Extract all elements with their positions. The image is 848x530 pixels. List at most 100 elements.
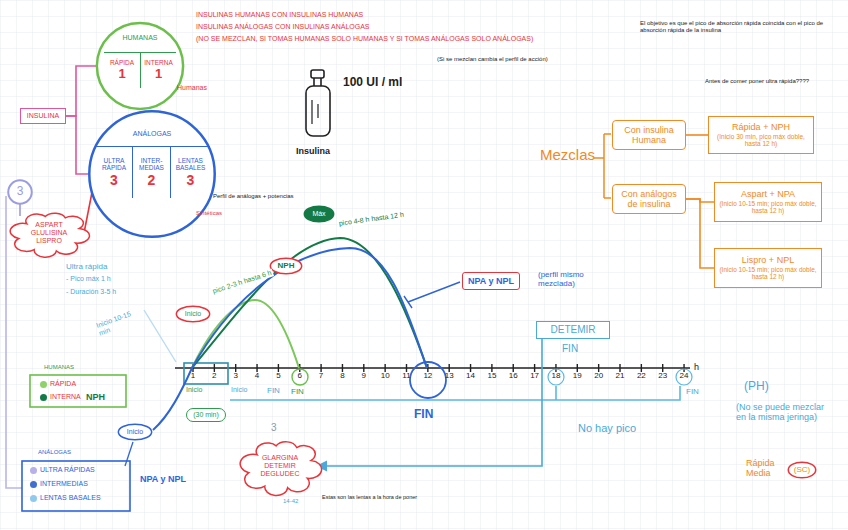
connector bbox=[686, 199, 714, 268]
note-text: Ultra rápida bbox=[66, 262, 107, 271]
axis-tick bbox=[406, 364, 407, 372]
start-frame bbox=[184, 363, 228, 384]
axis-tick bbox=[683, 364, 684, 372]
axis-tick bbox=[598, 364, 599, 372]
legend-frame bbox=[22, 461, 130, 511]
legend-dot bbox=[30, 467, 37, 474]
outline bbox=[788, 462, 815, 478]
note-text: - Pico máx 1 h bbox=[66, 275, 111, 283]
mix-box: Aspart + NPA(Inicio 10-15 min; pico máx … bbox=[714, 182, 822, 222]
note-text: FIN bbox=[562, 343, 578, 355]
node-title: ULTRA RÁPIDA bbox=[99, 157, 129, 172]
note-text: Inicio bbox=[186, 386, 202, 394]
end-ring bbox=[676, 369, 692, 385]
axis-tick bbox=[320, 364, 321, 372]
outline bbox=[8, 180, 32, 204]
end-ring bbox=[292, 369, 308, 385]
note-text: 100 UI / ml bbox=[343, 76, 402, 90]
note-text: El objetivo es que el pico de absorción … bbox=[640, 20, 840, 34]
hour-number: 8 bbox=[334, 371, 350, 380]
node-title: ANÁLOGAS bbox=[133, 130, 172, 138]
node-title: ASPART GLULISINA LISPRO bbox=[24, 221, 74, 245]
node-title: INSULINA bbox=[27, 112, 59, 120]
hour-number: 3 bbox=[228, 371, 244, 380]
hour-number: 14 bbox=[463, 371, 479, 380]
node-detail: (Inicio 30 min, pico máx doble, hasta 12… bbox=[712, 133, 810, 148]
node-title: Lispro + NPL bbox=[742, 255, 794, 265]
node-detail: 3 bbox=[110, 172, 118, 188]
node-title: Con análogos de insulina bbox=[616, 189, 682, 210]
outline bbox=[89, 111, 214, 236]
note-text: (perfil mismo mezclada) bbox=[538, 270, 612, 288]
mix-bracket bbox=[594, 134, 611, 198]
drawing-part bbox=[312, 100, 318, 124]
legend-text: RÁPIDA bbox=[50, 380, 76, 388]
outline bbox=[118, 424, 151, 440]
hour-number: 10 bbox=[377, 371, 393, 380]
note-text: 14-42 bbox=[283, 498, 298, 505]
axis-tick bbox=[427, 364, 428, 372]
class-cell: ULTRA RÁPIDA3 bbox=[96, 146, 132, 198]
node-title: Inicio bbox=[127, 428, 143, 436]
note-text: pico 2-3 h hasta 6 h bbox=[211, 269, 274, 296]
axis-tick bbox=[342, 364, 343, 372]
mix-group: Con análogos de insulina bbox=[612, 184, 686, 214]
insulin-box: DETEMIR bbox=[536, 321, 610, 339]
hour-number: 7 bbox=[313, 371, 329, 380]
note-text: Antes de comer poner ultra rápida???? bbox=[705, 78, 809, 85]
npa-curve bbox=[153, 248, 427, 430]
note-text: FIN bbox=[291, 387, 304, 396]
legend-item: LENTAS BASALES bbox=[30, 494, 101, 502]
node-title: INTER- MEDIAS bbox=[136, 157, 167, 172]
note-text: (Si se mezclan cambia el perfil de acció… bbox=[437, 56, 548, 63]
time-axis bbox=[175, 364, 690, 372]
legend-text: ULTRA RÁPIDAS bbox=[40, 466, 95, 474]
note-text: Estas son las lentas a la hora de poner bbox=[322, 494, 417, 500]
note-text: h bbox=[694, 362, 699, 372]
end-ring bbox=[548, 369, 564, 385]
legend-dot bbox=[30, 495, 37, 502]
time-tag: Inicio bbox=[118, 424, 152, 440]
axis-tick bbox=[470, 364, 471, 372]
note-text: HUMANAS bbox=[44, 364, 74, 371]
note-text: FIN bbox=[414, 408, 433, 422]
hour-number: 16 bbox=[505, 371, 521, 380]
axis-tick bbox=[577, 364, 578, 372]
hour-number: 18 bbox=[548, 371, 564, 380]
node-title: Inicio bbox=[185, 310, 201, 318]
node-title: RÁPIDA bbox=[110, 59, 134, 66]
legend-dot bbox=[30, 481, 37, 488]
node-title: Con insulina Humana bbox=[616, 125, 682, 146]
note-text: No hay pico bbox=[578, 422, 636, 435]
class-cell: RÁPIDA1 bbox=[104, 52, 140, 88]
mix-box: Lispro + NPL(Inicio 10-15 min; pico máx … bbox=[714, 248, 822, 288]
note-text: Humanas bbox=[177, 84, 207, 92]
note-text: (No se puede mezclar en la misma jeringa… bbox=[736, 402, 832, 423]
hour-number: 21 bbox=[612, 371, 628, 380]
node-title: NPH bbox=[278, 261, 295, 270]
hour-number: 5 bbox=[270, 371, 286, 380]
note-text: pico 4-8 h hasta 12 h bbox=[337, 211, 405, 228]
outline bbox=[304, 206, 333, 222]
axis-tick bbox=[256, 364, 257, 372]
curve-tag: NPH bbox=[270, 258, 302, 274]
node-detail: (Inicio 10-15 min; pico máx doble, hasta… bbox=[718, 200, 818, 215]
note-text: Inicio 10-15 min bbox=[95, 308, 140, 337]
note-text: INSULINAS ANÁLOGAS CON INSULINAS ANÁLOGA… bbox=[196, 23, 370, 31]
outline bbox=[270, 258, 301, 274]
hour-number: 23 bbox=[655, 371, 671, 380]
root-box: INSULINA bbox=[20, 108, 66, 124]
vial-drawing bbox=[306, 70, 330, 136]
axis-tick bbox=[619, 364, 620, 372]
node-title: Máx bbox=[312, 210, 325, 218]
node-detail: 1 bbox=[155, 67, 162, 82]
profile-box: NPA y NPL bbox=[462, 272, 520, 290]
end-ring bbox=[410, 362, 446, 398]
class-cell: LENTAS BASALES3 bbox=[170, 146, 210, 198]
hour-number: 4 bbox=[249, 371, 265, 380]
leader-line bbox=[144, 310, 176, 362]
connector bbox=[66, 116, 88, 174]
note-text: NPA y NPL bbox=[140, 474, 186, 484]
callout-number: 3 bbox=[8, 180, 32, 204]
